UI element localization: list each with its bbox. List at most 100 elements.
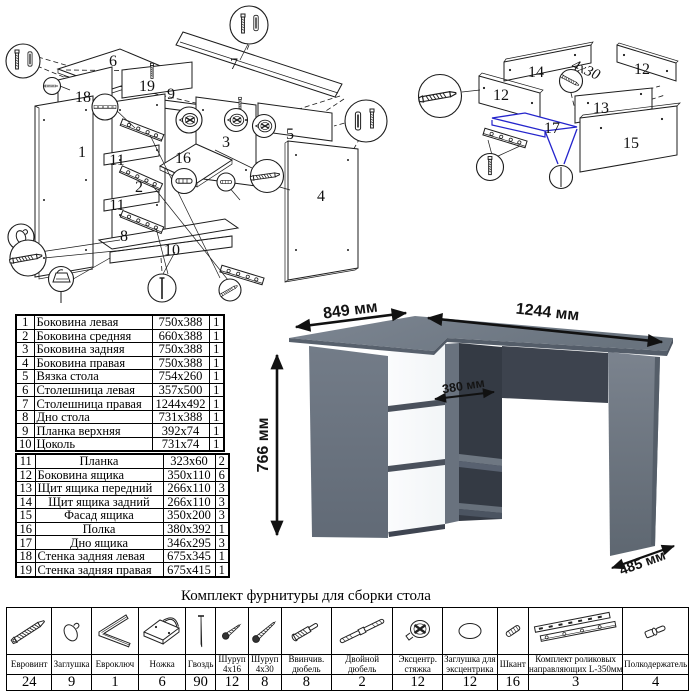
part-number: 2 [15, 328, 35, 344]
drawer-slide-bracket [482, 127, 528, 158]
dim-380: 380 мм [441, 376, 485, 397]
part-number: 17 [15, 535, 36, 550]
hardware-icon-row [5, 607, 689, 655]
part-qty: 1 [208, 355, 225, 371]
left_diagram-part-label-6: 6 [109, 53, 117, 70]
drawer-detail-circles [417, 68, 584, 190]
screw-16-icon [215, 607, 249, 655]
part-number: 5 [15, 369, 35, 384]
panel-7-top-right [175, 31, 343, 98]
hardware-item-qty: 6 [138, 674, 187, 691]
part-qty: 3 [214, 481, 230, 496]
hardware-item-label: Полкодержатель [622, 654, 689, 675]
hardware-item-qty: 90 [185, 674, 217, 691]
desk-body [289, 316, 673, 556]
part-name: Цоколь [33, 436, 153, 452]
part-size: 754x260 [151, 369, 210, 384]
part-name: Столешница левая [33, 382, 153, 398]
part-qty: 6 [214, 467, 230, 483]
left_diagram-part-label-3: 3 [222, 134, 230, 151]
part-name: Дно стола [33, 409, 153, 425]
part-number: 15 [15, 508, 36, 523]
part-name: Боковина правая [33, 355, 153, 371]
part-qty: 1 [208, 369, 225, 384]
part-qty: 1 [208, 382, 225, 398]
drawer-panel-17-bottom [491, 112, 578, 165]
panel-8-bottom [97, 218, 240, 250]
part-number: 13 [15, 481, 36, 496]
left_diagram-part-label-16: 16 [175, 150, 191, 167]
hardware-item-qty: 12 [442, 674, 498, 691]
part-number: 18 [15, 548, 36, 564]
hardware-item-qty: 9 [51, 674, 92, 691]
part-qty: 2 [214, 453, 230, 469]
part-size: 1244x492 [151, 396, 210, 411]
part-qty: 3 [214, 508, 230, 523]
leader [461, 89, 481, 93]
part-number: 9 [15, 423, 35, 438]
panel-11-plank-b [103, 190, 160, 212]
hex-key-icon [90, 607, 140, 655]
hardware-item-qty: 2 [330, 674, 394, 691]
drawer-panel-14 [503, 41, 594, 82]
part-size: 750x388 [151, 355, 210, 371]
drawer-panel-12-right [616, 42, 679, 82]
cam-lock-icon [392, 607, 444, 655]
dowel-icon [496, 607, 529, 655]
hardware-item-label: Эксцентр.стяжка [392, 654, 444, 675]
part-number: 3 [15, 342, 35, 357]
right_diagram-part-label-14: 14 [528, 64, 544, 81]
left_diagram-part-label-4: 4 [317, 188, 325, 205]
hardware-item-qty: 12 [392, 674, 444, 691]
left_diagram-part-label-18: 18 [75, 89, 91, 106]
hardware-item-qty: 8 [247, 674, 282, 691]
part-number: 12 [15, 467, 36, 483]
cam-cap-icon [442, 607, 498, 655]
part-qty: 1 [208, 423, 225, 438]
hardware-item-label: Ввинчив.дюбель [280, 654, 332, 675]
hardware-item-qty: 4 [622, 674, 689, 691]
left_diagram-part-label-5: 5 [286, 126, 294, 143]
part-size: 675x345 [162, 548, 216, 564]
part-size: 380x392 [162, 521, 216, 537]
panel-4-right-side [284, 140, 359, 283]
desk-render: 849 мм 1244 мм 766 мм 380 мм 485 мм [255, 299, 675, 578]
part-number: 19 [15, 562, 36, 578]
part-number: 7 [15, 396, 35, 411]
left_diagram-part-label-7: 7 [230, 56, 238, 73]
part-qty: 1 [208, 342, 225, 357]
part-number: 1 [15, 314, 35, 330]
left_diagram-part-label-9: 9 [167, 86, 175, 103]
part-size: 660x388 [151, 328, 210, 344]
double-dowel-icon [330, 607, 394, 655]
part-name: Полка [34, 521, 164, 537]
shelf-pin-icon [622, 607, 689, 655]
right_diagram-part-label-13: 13 [593, 100, 609, 117]
right_diagram-part-label-15: 15 [623, 135, 639, 152]
hardware-item-qty: 16 [496, 674, 529, 691]
left_diagram-part-label-10: 10 [164, 242, 180, 259]
part-name: Дно ящика [34, 535, 164, 550]
part-size: 750x388 [151, 314, 210, 330]
part-size: 731x74 [151, 436, 210, 452]
